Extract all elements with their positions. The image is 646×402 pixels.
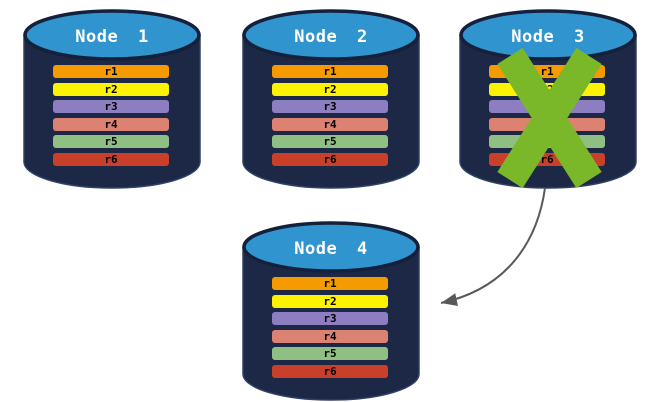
db-node-4: Node 4 r1 r2 r3 r4 r5 r6 — [241, 220, 421, 402]
partition-r6: r6 — [272, 152, 388, 166]
db-node-1: Node 1 r1 r2 r3 r4 r5 r6 — [22, 8, 202, 190]
partition-r2: r2 — [272, 82, 388, 96]
cylinder-top — [242, 9, 420, 61]
db-node-2: Node 2 r1 r2 r3 r4 r5 r6 — [241, 8, 421, 190]
partition-r6: r6 — [53, 152, 169, 166]
failure-x-icon — [497, 48, 602, 188]
cylinder-top — [459, 9, 637, 61]
partition-r5: r5 — [272, 135, 388, 149]
partition-r1: r1 — [272, 65, 388, 78]
node-label: Node 3 — [511, 27, 585, 47]
partition-r4: r4 — [53, 117, 169, 131]
node-label: Node 4 — [294, 239, 368, 259]
partition-r6: r6 — [272, 364, 388, 378]
partition-r1: r1 — [272, 277, 388, 290]
partition-list: r1 r2 r3 r4 r5 r6 — [272, 65, 388, 171]
partition-r4: r4 — [272, 329, 388, 343]
partition-r3: r3 — [272, 100, 388, 114]
cylinder-top — [242, 221, 420, 273]
partition-r3: r3 — [53, 100, 169, 114]
node-label: Node 2 — [294, 27, 368, 47]
failover-arrow-path — [440, 187, 546, 306]
partition-r3: r3 — [272, 312, 388, 326]
partition-list: r1 r2 r3 r4 r5 r6 — [272, 277, 388, 383]
partition-r5: r5 — [272, 347, 388, 361]
partition-r5: r5 — [53, 135, 169, 149]
partition-list: r1 r2 r3 r4 r5 r6 — [53, 65, 169, 171]
partition-r2: r2 — [272, 294, 388, 308]
partition-r2: r2 — [53, 82, 169, 96]
partition-r1: r1 — [53, 65, 169, 78]
node-label: Node 1 — [75, 27, 149, 47]
partition-r4: r4 — [272, 117, 388, 131]
cylinder-top — [23, 9, 201, 61]
